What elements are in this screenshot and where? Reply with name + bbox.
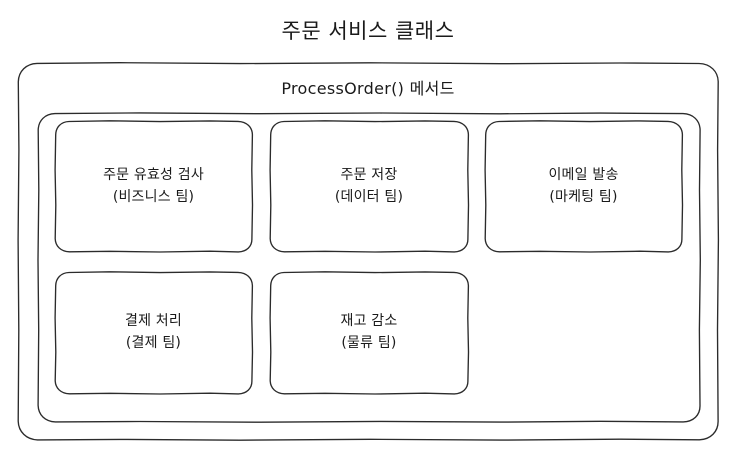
step-team-email-send: (마케팅 팀) bbox=[549, 188, 618, 205]
step-action-payment-process: 결제 처리 bbox=[125, 313, 182, 330]
step-box-email-send[interactable]: 이메일 발송 (마케팅 팀) bbox=[485, 121, 682, 252]
step-box-order-save[interactable]: 주문 저장 (데이터 팀) bbox=[270, 121, 468, 252]
page-title: 주문 서비스 클래스 bbox=[281, 19, 455, 43]
method-frame-label: ProcessOrder() 메서드 bbox=[281, 79, 455, 98]
step-team-payment-process: (결제 팀) bbox=[125, 335, 182, 351]
step-box-order-validation[interactable]: 주문 유효성 검사 (비즈니스 팀) bbox=[55, 121, 252, 252]
step-text-order-save: 주문 저장 (데이터 팀) bbox=[335, 165, 403, 208]
step-box-inventory-reduce[interactable]: 재고 감소 (물류 팀) bbox=[270, 272, 468, 394]
step-text-email-send: 이메일 발송 (마케팅 팀) bbox=[548, 165, 618, 208]
step-action-inventory-reduce: 재고 감소 bbox=[340, 313, 398, 330]
step-team-inventory-reduce: (물류 팀) bbox=[341, 335, 397, 351]
step-text-inventory-reduce: 재고 감소 (물류 팀) bbox=[341, 311, 398, 354]
step-action-order-validation: 주문 유효성 검사 bbox=[103, 166, 204, 183]
step-box-payment-process[interactable]: 결제 처리 (결제 팀) bbox=[55, 272, 252, 394]
step-team-order-save: (데이터 팀) bbox=[334, 188, 404, 205]
step-text-order-validation: 주문 유효성 검사 (비즈니스 팀) bbox=[103, 165, 204, 208]
step-text-payment-process: 결제 처리 (결제 팀) bbox=[125, 311, 182, 354]
step-action-order-save: 주문 저장 bbox=[340, 166, 398, 183]
step-action-email-send: 이메일 발송 bbox=[548, 166, 619, 183]
step-team-order-validation: (비즈니스 팀) bbox=[112, 188, 195, 205]
